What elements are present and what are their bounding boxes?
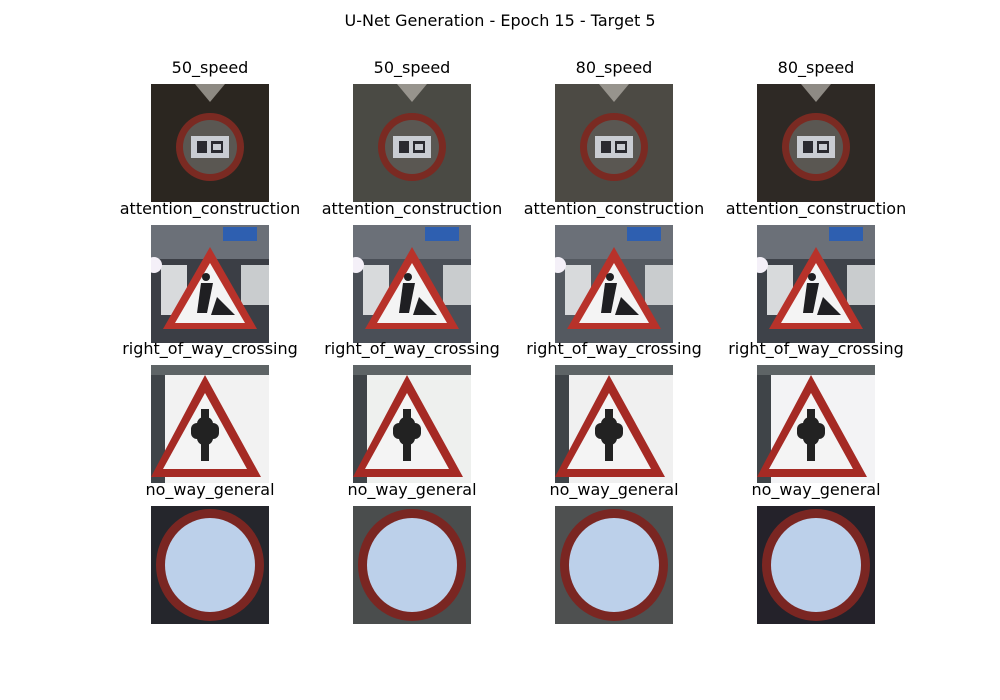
cell-label: attention_construction [523,199,705,218]
speed-limit-sign-image [151,84,269,202]
no-way-sign-image [151,506,269,624]
cell-label: 80_speed [777,58,855,77]
cell-label: right_of_way_crossing [122,339,298,358]
cell-label: 80_speed [575,58,653,77]
cell-label: no_way_general [751,480,881,499]
no-way-sign-image [353,506,471,624]
construction-warning-sign-image [757,225,875,343]
speed-limit-sign-image [555,84,673,202]
no-way-sign-image [555,506,673,624]
cell-label: attention_construction [321,199,503,218]
right-of-way-sign-image [151,365,269,483]
right-of-way-sign-image [757,365,875,483]
right-of-way-sign-image [353,365,471,483]
cell-label: 50_speed [171,58,249,77]
construction-warning-sign-image [555,225,673,343]
figure-title: U-Net Generation - Epoch 15 - Target 5 [344,11,656,30]
cell-label: right_of_way_crossing [324,339,500,358]
no-way-sign-image [757,506,875,624]
construction-warning-sign-image [353,225,471,343]
speed-limit-sign-image [757,84,875,202]
construction-warning-sign-image [151,225,269,343]
speed-limit-sign-image [353,84,471,202]
right-of-way-sign-image [555,365,673,483]
cell-label: no_way_general [549,480,679,499]
cell-label: right_of_way_crossing [526,339,702,358]
cell-label: attention_construction [119,199,301,218]
cell-label: attention_construction [725,199,907,218]
cell-label: 50_speed [373,58,451,77]
cell-label: right_of_way_crossing [728,339,904,358]
cell-label: no_way_general [145,480,275,499]
cell-label: no_way_general [347,480,477,499]
